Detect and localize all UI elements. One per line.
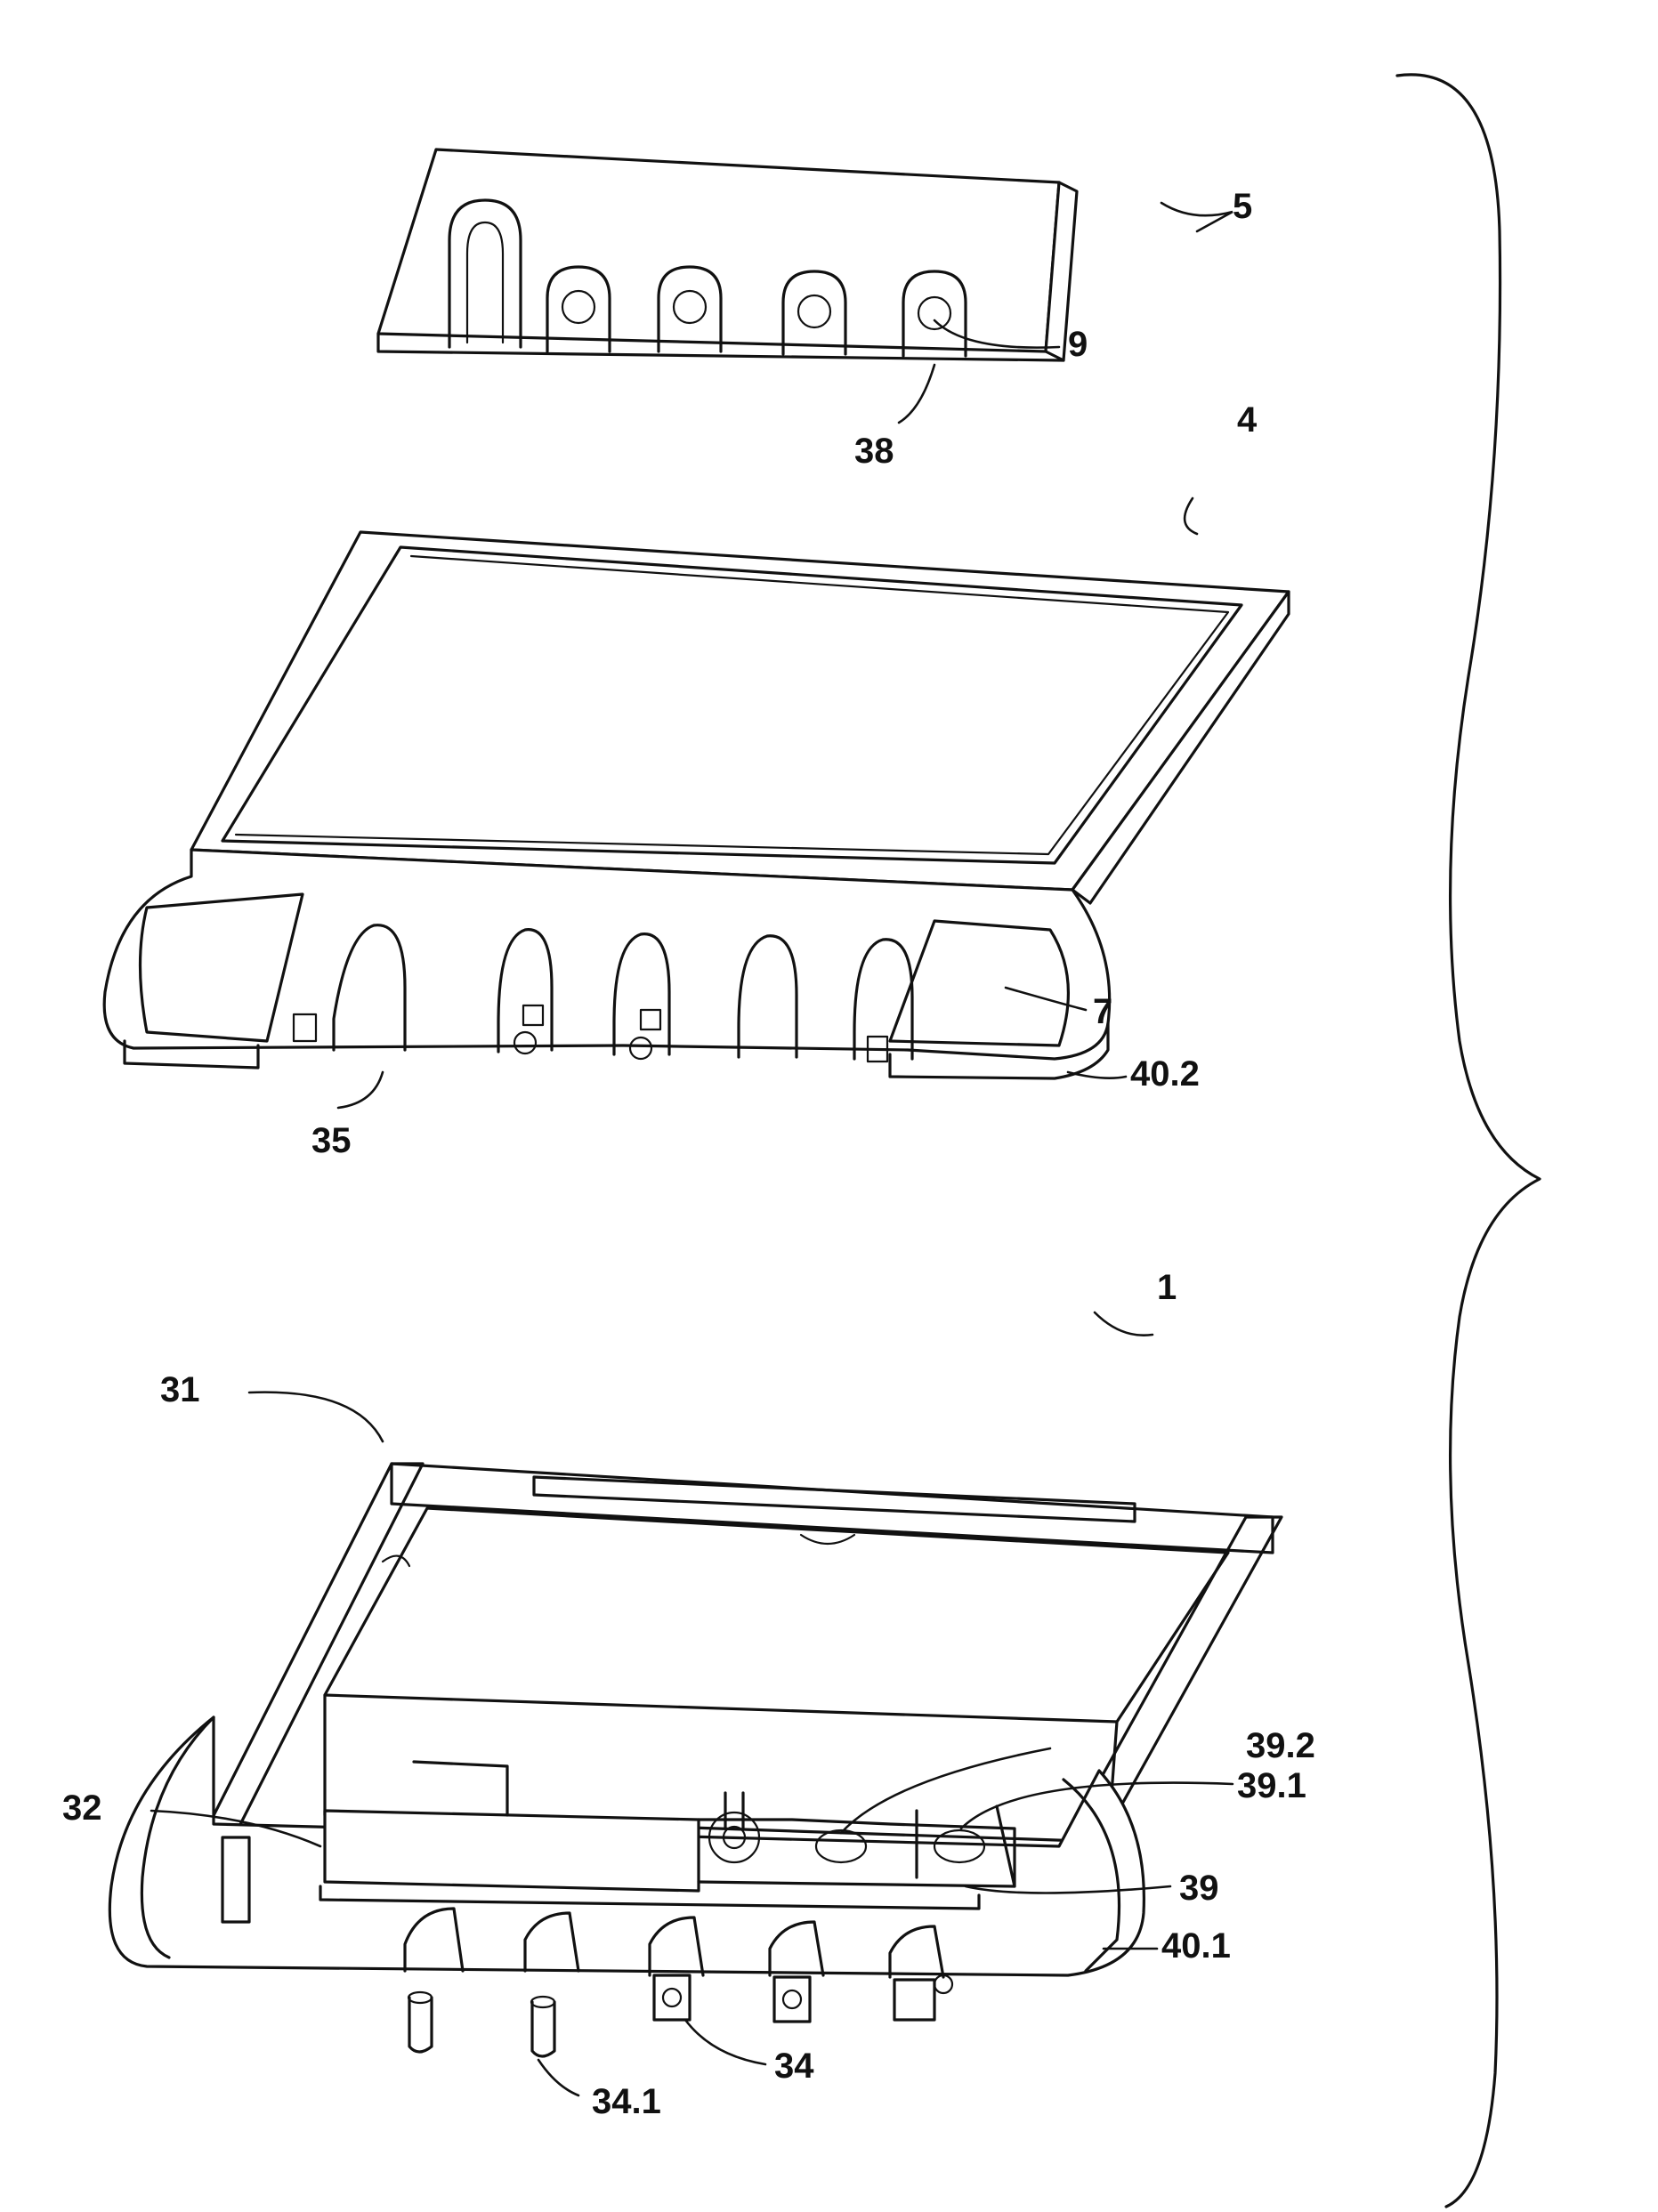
label-part-1: 1 [1157,1268,1177,1307]
label-part-5: 5 [1233,187,1252,226]
label-ref-9: 9 [1068,325,1088,364]
label-ref-40-2: 40.2 [1130,1054,1200,1094]
label-ref-40-1: 40.1 [1161,1926,1231,1966]
part-1-base-housing [109,1464,1282,2056]
label-ref-39: 39 [1179,1869,1219,1908]
label-ref-38: 38 [854,432,894,471]
label-ref-34-1: 34.1 [592,2082,661,2121]
label-ref-39-2: 39.2 [1246,1726,1315,1765]
brace [1397,75,1540,2207]
label-ref-34: 34 [774,2047,814,2086]
label-part-4: 4 [1237,400,1258,440]
part-5-comb-strip [378,149,1077,360]
label-ref-35: 35 [311,1121,352,1160]
label-ref-7: 7 [1093,992,1112,1031]
label-ref-39-1: 39.1 [1237,1766,1306,1805]
label-ref-32: 32 [62,1788,102,1828]
label-ref-31: 31 [160,1370,200,1409]
